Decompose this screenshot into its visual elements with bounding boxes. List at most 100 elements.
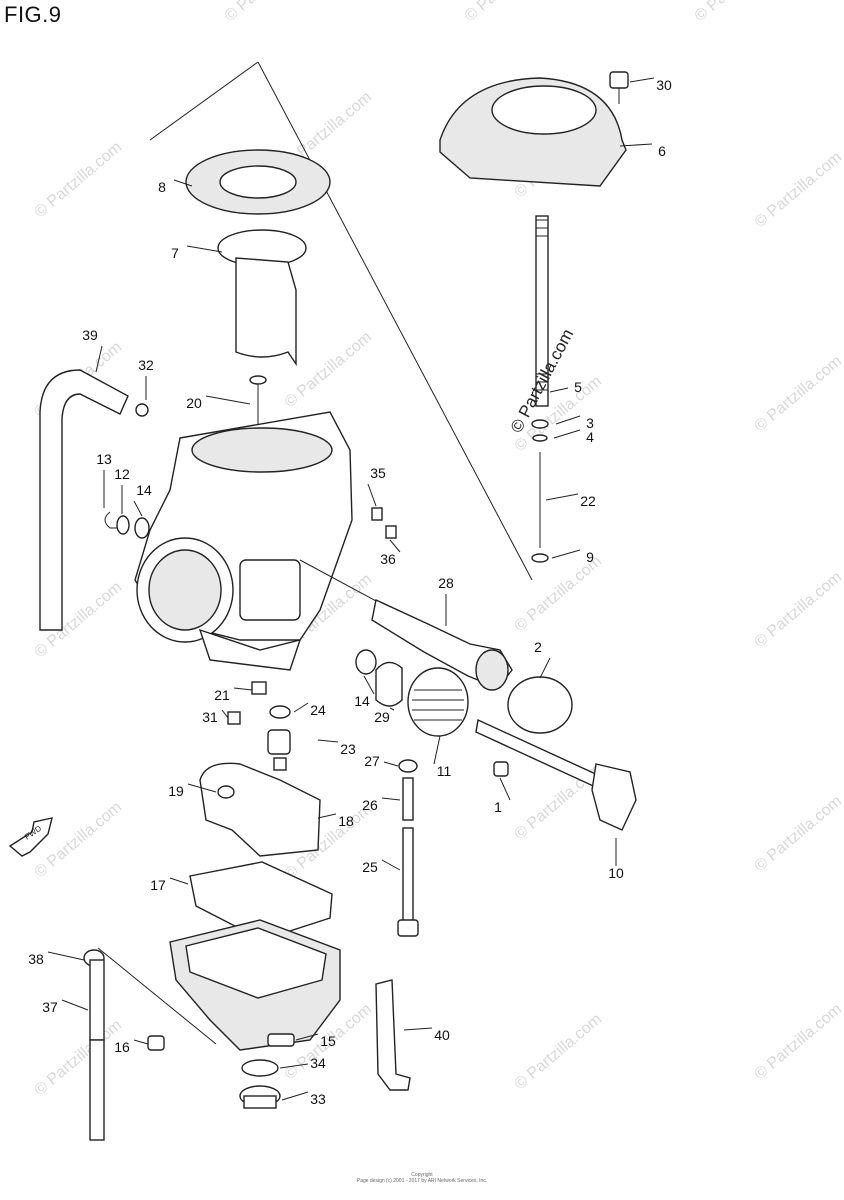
watermark-text: © Partzilla.com [752,793,844,875]
part-2-plate [507,676,573,734]
part-3-washer [531,419,549,429]
part-37-hose [89,959,105,1041]
leader-line [293,702,309,713]
part-11-spring [407,667,469,737]
part-6-top-cap [439,77,627,187]
leader-line [61,999,89,1011]
part-15-screw [267,1033,295,1047]
watermark-text: © Partzilla.com [32,139,126,221]
callout-9: 9 [586,549,594,565]
watermark-text: © Partzilla.com [752,353,844,435]
leader-line [221,709,229,719]
part-1-screw [493,761,509,777]
part-float-bowl [169,919,341,1051]
leader-line [545,493,579,501]
leader-line [281,1091,309,1101]
part-37-hose-lower [89,1039,105,1141]
part-35-screw [371,507,383,521]
leader-line [389,707,395,711]
part-21-jet [251,681,267,695]
callout-14: 14 [354,693,370,709]
leader-line [381,859,401,871]
part-5-needle-shaft [535,215,549,407]
part-12-washer [116,515,130,535]
callout-1: 1 [494,799,502,815]
page-footer: Copyright Page design (c) 2001 - 2017 by… [0,1172,844,1184]
callout-35: 35 [370,465,386,481]
callout-37: 37 [42,999,58,1015]
leader-line [95,345,103,373]
callout-16: 16 [114,1039,130,1055]
leader-line [619,143,653,147]
part-33-plug [239,1085,281,1109]
leader-line [381,797,401,801]
part-30-screw [609,71,629,104]
callout-18: 18 [338,813,354,829]
leader-line [499,777,511,801]
callout-10: 10 [608,865,624,881]
leader-lines [47,77,655,1101]
leader-line [187,783,217,793]
callout-32: 32 [138,357,154,373]
watermark-text: © Partzilla.com [752,149,844,231]
part-39-hose [39,369,129,631]
leader-line [133,500,143,517]
callout-8: 8 [158,179,166,195]
part-25-screw [397,827,419,937]
leader-line [205,395,251,405]
callout-12: 12 [114,466,130,482]
callout-11: 11 [437,763,452,779]
callout-4: 4 [586,429,594,445]
watermark-text: © Partzilla.com [32,1017,126,1099]
leader-line [553,429,581,439]
callout-28: 28 [438,575,454,591]
part-16-screw [147,1035,165,1051]
callout-27: 27 [364,753,380,769]
leader-line [47,951,85,961]
leader-line [133,1039,149,1045]
leader-line [295,1033,319,1041]
callout-15: 15 [320,1033,336,1049]
callout-14: 14 [136,482,152,498]
callout-30: 30 [656,77,672,93]
callout-labels: 1234567891011121314141516171819202122232… [28,77,672,1107]
leader-line [629,77,655,83]
part-24-oring [269,705,291,719]
leader-line [173,179,193,187]
callout-34: 34 [310,1055,326,1071]
leader-line [279,1063,309,1069]
part-27-washer [398,759,418,773]
watermark-text: © Partzilla.com [752,569,844,651]
leader-line [233,687,253,691]
callout-23: 23 [340,741,356,757]
watermark-text: © Partzilla.com [692,0,786,25]
part-14-ring-b [355,649,377,675]
callout-21: 21 [214,687,230,703]
callout-33: 33 [310,1091,326,1107]
leader-line [383,761,399,767]
leader-line [317,739,339,743]
part-36-screw [385,525,397,539]
part-29-bush [375,661,403,707]
watermark-text: © Partzilla.com [462,0,556,25]
part-18-float [199,762,321,857]
figure-title: FIG.9 [4,2,62,27]
watermark-text: © Partzilla.com [752,1001,844,1083]
footer-line-1: Copyright [411,1172,433,1178]
leader-line [169,877,189,885]
leader-line [555,415,581,425]
leader-line [363,675,375,695]
leader-line [433,735,441,765]
leader-line [186,245,223,253]
callout-6: 6 [658,143,666,159]
leader-line [549,387,569,393]
watermark-text: © Partzilla.com [222,0,316,25]
callout-19: 19 [168,783,184,799]
callout-36: 36 [380,551,396,567]
leader-line [403,1027,433,1031]
callout-26: 26 [362,797,378,813]
part-13-clip [104,511,120,529]
leader-line [389,539,401,553]
leader-line [551,549,581,559]
